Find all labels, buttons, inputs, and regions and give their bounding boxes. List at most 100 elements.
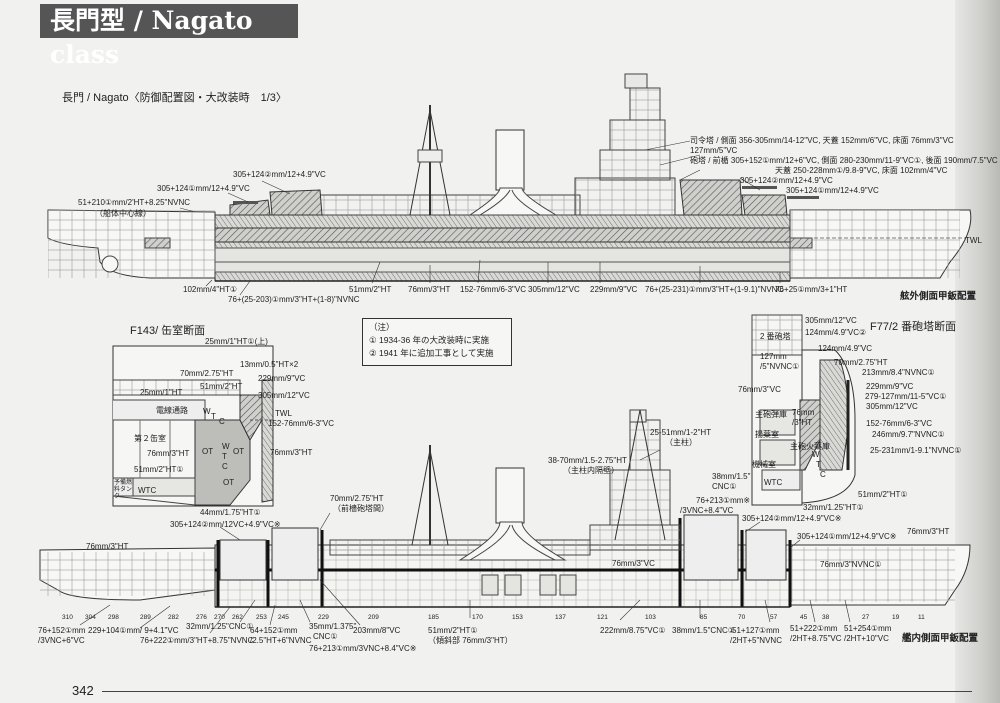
f143-label: 電線通路 <box>156 406 188 415</box>
frame-number: 262 <box>232 614 243 621</box>
armor-label: 76mm/3"HT <box>408 285 451 294</box>
armor-label: 天蓋 250-228mm①/9.8-9"VC, 床面 102mm/4"VC <box>775 166 948 175</box>
f77-label: 25-231mm/1-9.1"NVNC① <box>870 446 962 455</box>
notes-title: （注） <box>369 322 395 332</box>
page-number: 342 <box>72 683 94 698</box>
f77-label: 70mm/2.75"HT <box>834 358 888 367</box>
f143-label: C <box>219 417 225 426</box>
frame-number: 19 <box>892 614 900 621</box>
frame-number: 45 <box>800 614 808 621</box>
f77-label: 152-76mm/6-3"VC <box>866 419 932 428</box>
f77-label: 279-127mm/11-5"VC① <box>865 392 947 401</box>
armor-label: 229mm/9"VC <box>590 285 638 294</box>
top-figure-caption: 長門 / Nagato〈防御配置図・大改装時 1/3〉 <box>62 92 287 104</box>
f77-label: 76mm <box>792 408 815 417</box>
f143-label: T <box>211 412 216 421</box>
armor-label: （船体中心線） <box>95 209 151 218</box>
armor-label: 51+222①mm <box>790 624 838 633</box>
armor-label: 305+124①mm/12+4.9"VC※ <box>797 532 897 541</box>
frame-number: 85 <box>700 614 708 621</box>
armor-label: 76mm/3"VC <box>612 559 655 568</box>
f77-label: CNC① <box>712 482 737 491</box>
f77-label: 機械室 <box>752 460 776 469</box>
armor-label: （主柱） <box>665 438 697 447</box>
f77-label: 124mm/4.9"VC <box>818 344 872 353</box>
f77-label: T <box>816 460 821 469</box>
f143-label: 51mm/2"HT① <box>134 465 184 474</box>
f77-label: 127mm <box>760 352 787 361</box>
top-leader-lines <box>179 140 781 296</box>
frame-number: 170 <box>472 614 483 621</box>
armor-label: 76+25①mm/3+1"HT <box>775 285 848 294</box>
f77-label: 51mm/2"HT① <box>858 490 908 499</box>
f143-label: 229mm/9"VC <box>258 374 306 383</box>
label-outer-side-armor: 舷外側面甲鈑配置 <box>900 291 977 302</box>
page-rule <box>102 691 972 692</box>
f77-label: 32mm/1.25"HT① <box>803 503 864 512</box>
f77-label: 124mm/4.9"VC② <box>805 328 867 337</box>
armor-label: 152-76mm/6-3"VC <box>460 285 526 294</box>
armor-label: /2.5"HT+6"NVNC <box>250 636 312 645</box>
bottom-ship-profile <box>39 409 971 608</box>
armor-label: /2HT+10"VC <box>844 634 889 643</box>
armor-label: 76+152①mm <box>38 626 86 635</box>
f143-section-drawing <box>112 345 274 507</box>
f143-label: 76mm/3"HT <box>270 448 313 457</box>
armor-label: （主柱内隔壁） <box>563 466 619 475</box>
armor-label: /3VNC+8.4"VC <box>680 506 734 515</box>
f143-label: 第２缶室 <box>134 434 166 443</box>
armor-label: 32mm/1.25"CNC① <box>186 622 254 631</box>
armor-label: 229+104①mm/ 9+4.1"VC <box>88 626 179 635</box>
armor-label: 305+124①mm/12+4.9"VC <box>786 186 879 195</box>
f77-label: 305mm/12"VC <box>866 402 918 411</box>
armor-label: 51+254①mm <box>844 624 892 633</box>
f143-label: 44mm/1.75"HT① <box>200 508 261 517</box>
armor-label: （前檣砲塔間） <box>333 504 389 513</box>
f143-label: TWL <box>275 409 292 418</box>
frame-number: 298 <box>108 614 119 621</box>
f143-label: 25mm/1"HT①(上) <box>205 337 268 346</box>
f77-label: 246mm/9.7"NVNC① <box>872 430 945 439</box>
armor-label: 70mm/2.75"HT <box>330 494 384 503</box>
armor-label: 38-70mm/1.5-2.75"HT <box>548 456 627 465</box>
frame-number: 310 <box>62 614 73 621</box>
f77-title: F77/2 番砲塔断面 <box>870 321 957 333</box>
f143-label: OT <box>202 447 214 456</box>
armor-label: 305+124②mm/12+4.9"VC <box>740 176 833 185</box>
armor-label: 222mm/8.75"VC① <box>600 626 666 635</box>
f77-section-drawing <box>751 314 856 506</box>
frame-number: 253 <box>256 614 267 621</box>
f77-label: WTC <box>764 478 783 487</box>
f143-label: OT <box>223 478 235 487</box>
frame-number: 57 <box>770 614 778 621</box>
f143-label: 51mm/2"HT <box>200 382 243 391</box>
armor-label: 127mm/5"VC <box>690 146 738 155</box>
armor-label: /2HT+8.75"VC <box>790 634 842 643</box>
f77-label: C <box>820 470 826 479</box>
armor-label: 砲塔 / 前楯 305+152①mm/12+6"VC, 側面 280-230mm… <box>690 156 998 165</box>
frame-number: 245 <box>278 614 289 621</box>
armor-label: 35mm/1.375" <box>309 622 357 631</box>
f143-label: 予備燃料タンク <box>114 480 133 500</box>
f143-label: W <box>222 442 230 451</box>
frame-number: 103 <box>645 614 656 621</box>
armor-label: 76+222①mm/3"HT+8.75"NVNC <box>140 636 254 645</box>
page-gutter <box>955 0 1000 703</box>
f143-label: WTC <box>138 486 157 495</box>
armor-label: 76+213①mm※ <box>696 496 751 505</box>
f77-label: /5"NVNC① <box>760 362 800 371</box>
f143-label: 152-76mm/6-3"VC <box>268 419 334 428</box>
f143-label: OT <box>233 447 245 456</box>
armor-label: 102mm/4"HT① <box>183 285 238 294</box>
f143-label: T <box>222 452 227 461</box>
top-ship-profile <box>47 73 972 282</box>
armor-label: 305+124①mm/12+4.9"VC <box>157 184 250 193</box>
armor-label: 76mm/3"HT <box>907 527 950 536</box>
frame-number: 209 <box>368 614 379 621</box>
f143-title: F143/ 缶室断面 <box>130 325 206 337</box>
armor-label: 76+213①mm/3VNC+8.4"VC※ <box>309 644 417 653</box>
frame-number: 137 <box>555 614 566 621</box>
f77-label: W <box>812 450 820 459</box>
frame-number: 153 <box>512 614 523 621</box>
